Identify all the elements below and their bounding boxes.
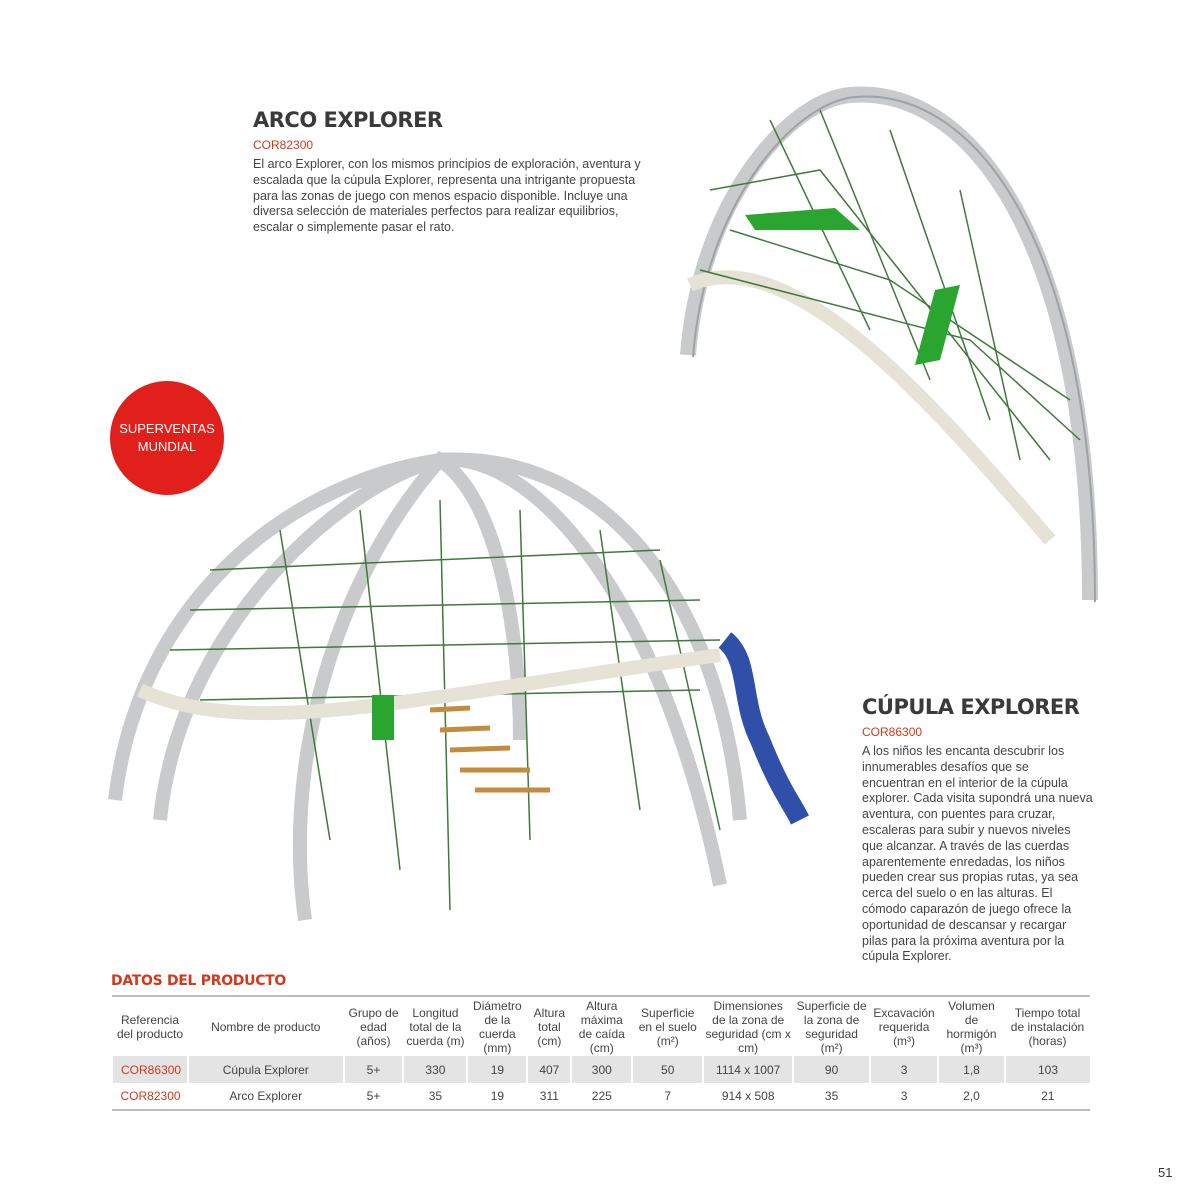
column-header: Superficie en el suelo (m²) (638, 1005, 697, 1048)
column-header: Altura total (cm) (533, 1005, 566, 1048)
arco-explorer-image (680, 86, 1098, 603)
column-header: Excavación requerida (m³) (873, 1005, 935, 1048)
table-cell: 300 (570, 1056, 633, 1083)
column-header: Altura máxima de caída (cm) (578, 998, 625, 1055)
arco-title: ARCO EXPLORER (253, 108, 443, 132)
cupula-title: CÚPULA EXPLORER (862, 695, 1080, 719)
column-header: Diámetro de la cuerda (mm) (473, 998, 522, 1055)
table-cell: 5+ (343, 1083, 404, 1110)
cupula-explorer-image (108, 450, 809, 921)
table-cell: 21 (1004, 1083, 1090, 1110)
table-cell: 19 (466, 1056, 528, 1083)
column-header: Tiempo total de instalación (horas) (1010, 1005, 1085, 1048)
column-header: Longitud total de la cuerda (m) (406, 1005, 465, 1048)
product-reference: COR82300 (111, 1083, 188, 1110)
table-cell: 50 (631, 1056, 704, 1083)
product-data-table: Referencia del producto Nombre de product… (111, 995, 1090, 1111)
product-data-heading: DATOS DEL PRODUCTO (111, 973, 287, 989)
table-cell: 225 (570, 1083, 633, 1110)
table-cell: 311 (526, 1083, 572, 1110)
table-cell: 1114 x 1007 (702, 1056, 794, 1083)
column-header: Nombre de producto (211, 1019, 321, 1034)
table-cell: 103 (1003, 1056, 1090, 1083)
table-cell: 330 (402, 1056, 468, 1083)
table-cell: 407 (526, 1056, 572, 1083)
badge-line2: MUNDIAL (137, 439, 197, 454)
table-cell: 5+ (342, 1056, 404, 1083)
product-reference: COR86300 (111, 1056, 188, 1083)
arco-code: COR82300 (253, 138, 314, 152)
column-header: Referencia del producto (116, 1012, 183, 1041)
table-cell: 35 (792, 1083, 871, 1110)
table-cell: 90 (792, 1056, 871, 1083)
column-header: Grupo de edad (años) (348, 1005, 399, 1048)
table-cell: 3 (869, 1083, 939, 1110)
column-header: Superficie de la zona de seguridad (m²) (796, 998, 867, 1055)
table-cell: 1,8 (937, 1056, 1005, 1083)
arco-description: El arco Explorer, con los mismos princip… (253, 157, 641, 235)
table-cell: 914 x 508 (702, 1083, 794, 1110)
column-header: Dimensiones de la zona de seguridad (cm … (705, 998, 791, 1055)
table-cell: 19 (466, 1083, 528, 1110)
table-cell: 3 (869, 1056, 939, 1083)
cupula-description: A los niños les encanta descubrir los in… (862, 744, 1093, 964)
bestseller-badge: SUPERVENTAS MUNDIAL (110, 381, 224, 495)
table-cell: 2,0 (937, 1083, 1005, 1110)
page-number: 51 (1158, 1165, 1173, 1180)
table-cell: 7 (631, 1083, 704, 1110)
table-cell: Cúpula Explorer (186, 1056, 344, 1083)
table-cell: Arco Explorer (187, 1083, 344, 1110)
badge-line1: SUPERVENTAS (119, 421, 215, 436)
table-cell: 35 (402, 1083, 468, 1110)
cupula-code: COR86300 (862, 725, 923, 739)
column-header: Volumen de hormigón (m³) (946, 998, 997, 1055)
